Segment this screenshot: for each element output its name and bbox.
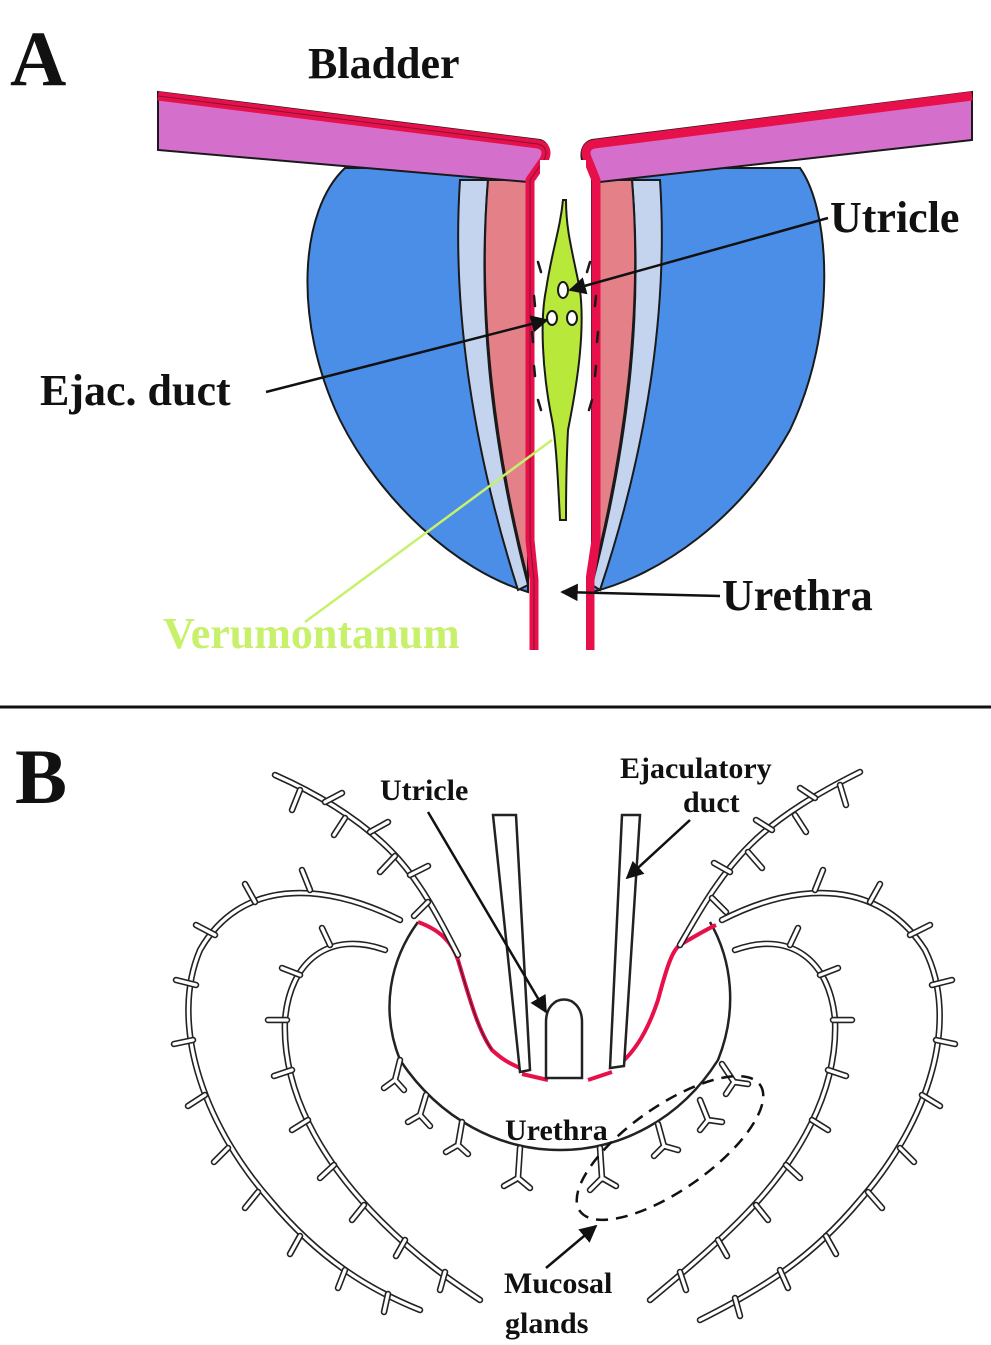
ejac-duct-opening-right <box>567 311 577 325</box>
ejaculatory-duct <box>610 815 640 1068</box>
label-ejac-duct: Ejac. duct <box>40 366 231 415</box>
epithelium-right-upper <box>620 925 716 1064</box>
panel-a: A Bladder Utri <box>10 15 972 658</box>
label-utricle-b: Utricle <box>380 774 468 807</box>
ejac-duct-opening-left <box>547 311 557 325</box>
panel-b-letter: B <box>15 733 67 820</box>
utricle-structure <box>546 1000 582 1079</box>
label-bladder: Bladder <box>308 39 460 88</box>
panel-a-letter: A <box>10 15 66 102</box>
label-urethra-a: Urethra <box>722 571 873 620</box>
label-mucosal-glands-line2: glands <box>505 1307 588 1340</box>
epithelium-right-lower <box>588 1072 612 1080</box>
utricle-opening <box>558 282 568 298</box>
epithelium-left-lower <box>522 1074 548 1080</box>
label-mucosal-glands-line1: Mucosal <box>504 1267 612 1300</box>
label-ejaculatory-duct-line1: Ejaculatory <box>620 752 772 785</box>
label-utricle-a: Utricle <box>830 193 959 242</box>
gland-outer-right <box>700 870 955 1320</box>
gland-inner-left <box>268 928 480 1300</box>
arrow-utricle-b <box>428 812 546 1012</box>
label-ejaculatory-duct-line2: duct <box>683 786 740 819</box>
label-urethra-b: Urethra <box>505 1114 608 1147</box>
panel-b: B <box>15 733 955 1340</box>
arrow-mucosal-glands <box>546 1226 596 1268</box>
left-duct <box>493 815 530 1072</box>
